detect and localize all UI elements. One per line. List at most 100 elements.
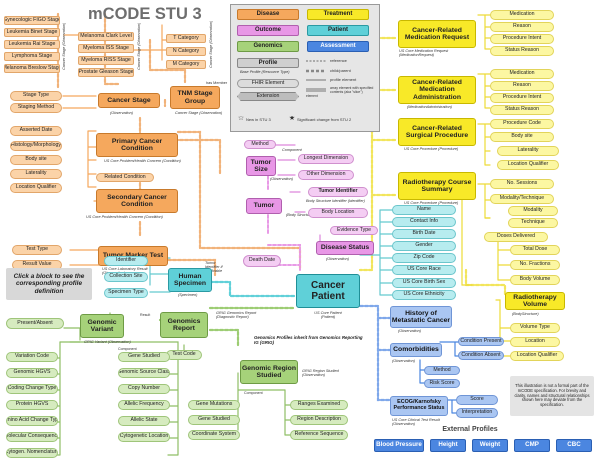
gv-coding-change-type[interactable]: Coding Change Type bbox=[6, 384, 58, 394]
gv-amino-acid-change-type[interactable]: Amino Acid Change Type bbox=[6, 416, 58, 426]
rt-technique[interactable]: Technique bbox=[508, 218, 558, 228]
ecog-interpretation[interactable]: Interpretation bbox=[456, 408, 498, 418]
rt-doses-delivered[interactable]: Doses Delivered bbox=[484, 232, 548, 242]
rt-modality[interactable]: Modality bbox=[508, 206, 558, 216]
histology-morphology[interactable]: Histology/Morphology bbox=[10, 141, 62, 151]
gv-variation-code[interactable]: Variation Code bbox=[6, 352, 58, 362]
rs-coordinate-system[interactable]: Coordinate System bbox=[188, 430, 240, 440]
tumor-identifier[interactable]: Tumor Identifier bbox=[308, 187, 368, 197]
laterality-primary[interactable]: Laterality bbox=[10, 169, 62, 179]
tumor-size-node[interactable]: Tumor Size bbox=[246, 156, 276, 176]
mr-reason[interactable]: Reason bbox=[490, 22, 554, 32]
comorbidities-risk-score[interactable]: Risk Score bbox=[424, 379, 460, 388]
disease-status-node[interactable]: Disease Status bbox=[316, 241, 374, 255]
radiotherapy-volume-node[interactable]: Radiotherapy Volume bbox=[505, 292, 565, 310]
body-site-primary[interactable]: Body site bbox=[10, 155, 62, 165]
condition-present[interactable]: Condition Present bbox=[458, 337, 504, 346]
stage-type[interactable]: Stage Type bbox=[10, 91, 62, 101]
mr-medication[interactable]: Medication bbox=[490, 10, 554, 20]
staging-method[interactable]: Staging Method bbox=[10, 103, 62, 113]
ma-reason[interactable]: Reason bbox=[490, 81, 554, 91]
ma-procedure-intent[interactable]: Procedure Intent bbox=[490, 93, 554, 103]
genomic-variant-node[interactable]: Genomic Variant bbox=[80, 314, 124, 338]
ma-medication[interactable]: Medication bbox=[490, 69, 554, 79]
rs-reference-sequence[interactable]: Reference Sequence bbox=[290, 430, 348, 440]
stage-lymphoma[interactable]: Lymphoma Stage bbox=[4, 52, 60, 61]
location-qualifier-primary[interactable]: Location Qualifier bbox=[10, 183, 62, 193]
medication-admin-node[interactable]: Cancer-Related Medication Administration bbox=[398, 76, 476, 104]
stage-melanoma-clark[interactable]: Melanoma Clark Level bbox=[78, 32, 134, 41]
radiotherapy-summary-node[interactable]: Radiotherapy Course Summary bbox=[398, 172, 476, 200]
stage-prostate-gleason[interactable]: Prostate Gleason Stage bbox=[78, 68, 134, 77]
rt-no-sessions[interactable]: No. Sessions bbox=[490, 179, 554, 189]
comorbidities-method[interactable]: Method bbox=[424, 366, 460, 375]
t-category[interactable]: T Category bbox=[166, 34, 206, 43]
present-absent[interactable]: Present/Absent bbox=[6, 318, 64, 329]
gv-genomic-hgvs[interactable]: Genomic HGVS bbox=[6, 368, 58, 378]
n-category[interactable]: N Category bbox=[166, 47, 206, 56]
patient-us-core-race[interactable]: US Core Race bbox=[392, 265, 456, 275]
external-weight[interactable]: Weight bbox=[472, 439, 508, 452]
stage-myeloma-iss[interactable]: Myeloma ISS Stage bbox=[78, 44, 134, 53]
cancer-patient-node[interactable]: Cancer Patient bbox=[296, 274, 360, 308]
mr-status-reason[interactable]: Status Reason bbox=[490, 46, 554, 56]
rt-modality-technique[interactable]: Modality/Technique bbox=[490, 194, 554, 204]
patient-us-core-ethnicity[interactable]: US Core Ethnicity bbox=[392, 290, 456, 300]
condition-absent[interactable]: Condition Absent bbox=[458, 351, 504, 360]
rt-total-dose[interactable]: Total Dose bbox=[510, 245, 560, 255]
gv-copy-number[interactable]: Copy Number bbox=[118, 384, 170, 394]
specimen-type[interactable]: Specimen Type bbox=[104, 288, 148, 298]
genomic-region-studied-node[interactable]: Genomic Region Studied bbox=[240, 360, 298, 384]
surgical-procedure-node[interactable]: Cancer-Related Surgical Procedure bbox=[398, 118, 476, 146]
human-specimen-node[interactable]: Human Specimen bbox=[168, 268, 212, 292]
rs-gene-studied[interactable]: Gene Studied bbox=[188, 415, 240, 425]
test-type[interactable]: Test Type bbox=[12, 245, 62, 255]
gv-gene-studied[interactable]: Gene Studied bbox=[118, 352, 170, 362]
stage-myeloma-riss[interactable]: Myeloma RISS Stage bbox=[78, 56, 134, 65]
rv-location-qualifier[interactable]: Location Qualifier bbox=[510, 351, 564, 361]
sp-procedure-code[interactable]: Procedure Code bbox=[490, 119, 554, 129]
external-cmp[interactable]: CMP bbox=[514, 439, 550, 452]
gv-protein-hgvs[interactable]: Protein HGVS bbox=[6, 400, 58, 410]
ts-longest-dimension[interactable]: Longest Dimension bbox=[298, 154, 354, 164]
genomics-report-node[interactable]: Genomics Report bbox=[160, 312, 208, 338]
gv-molecular-consequence[interactable]: Molecular Consequence bbox=[6, 432, 58, 442]
ecog-karnofsky-node[interactable]: ECOG/Karnofsky Performance Status bbox=[390, 396, 448, 416]
secondary-cancer-condition-node[interactable]: Secondary Cancer Condition bbox=[96, 189, 178, 213]
sp-laterality[interactable]: Laterality bbox=[497, 146, 559, 156]
ts-method[interactable]: Method bbox=[244, 140, 276, 149]
gv-genomic-source-class[interactable]: Genomic Source Class bbox=[118, 368, 170, 378]
tumor-body-location[interactable]: Body Location bbox=[308, 208, 368, 218]
mr-procedure-intent[interactable]: Procedure Intent bbox=[490, 34, 554, 44]
evidence-type[interactable]: Evidence Type bbox=[330, 226, 378, 235]
patient-name[interactable]: Name bbox=[392, 205, 456, 215]
patient-zip-code[interactable]: Zip Code bbox=[392, 253, 456, 263]
patient-contact-info[interactable]: Contact Info bbox=[392, 217, 456, 227]
patient-birth-date[interactable]: Birth Date bbox=[392, 229, 456, 239]
death-date[interactable]: Death Date bbox=[243, 255, 281, 267]
stage-melanoma-breslow[interactable]: Melanoma Breslow Stage bbox=[4, 64, 60, 73]
rs-region-description[interactable]: Region Description bbox=[290, 415, 348, 425]
asserted-date[interactable]: Asserted Date bbox=[10, 126, 62, 136]
stage-leukemia-binet[interactable]: Leukemia Binet Stage bbox=[4, 28, 60, 37]
comorbidities-node[interactable]: Comorbidities bbox=[390, 343, 442, 357]
tumor-node[interactable]: Tumor bbox=[246, 198, 282, 214]
tnm-stage-group-node[interactable]: TNM Stage Group bbox=[170, 86, 220, 109]
stage-gynecologic-figo[interactable]: Gynecologic FIGO Stage bbox=[4, 16, 60, 25]
sp-location-qualifier[interactable]: Location Qualifier bbox=[497, 160, 559, 170]
rv-location[interactable]: Location bbox=[510, 337, 560, 347]
rs-gene-mutations[interactable]: Gene Mutations bbox=[188, 400, 240, 410]
specimen-collection-site[interactable]: Collection Site bbox=[104, 272, 148, 282]
ma-status-reason[interactable]: Status Reason bbox=[490, 105, 554, 115]
rt-no-fractions[interactable]: No. Fractions bbox=[510, 260, 560, 270]
rv-volume-type[interactable]: Volume Type bbox=[510, 323, 560, 333]
external-height[interactable]: Height bbox=[430, 439, 466, 452]
gv-cytogen-nomenclature[interactable]: Cytogen. Nomenclature bbox=[6, 448, 58, 458]
sp-body-site[interactable]: Body site bbox=[490, 132, 554, 142]
history-metastatic-node[interactable]: History of Metastatic Cancer bbox=[390, 306, 452, 328]
ecog-score[interactable]: Score bbox=[456, 395, 498, 405]
patient-gender[interactable]: Gender bbox=[392, 241, 456, 251]
external-blood-pressure[interactable]: Blood Pressure bbox=[374, 439, 424, 452]
gv-allelic-frequency[interactable]: Allelic Frequency bbox=[118, 400, 170, 410]
gv-allelic-state[interactable]: Allelic State bbox=[118, 416, 170, 426]
